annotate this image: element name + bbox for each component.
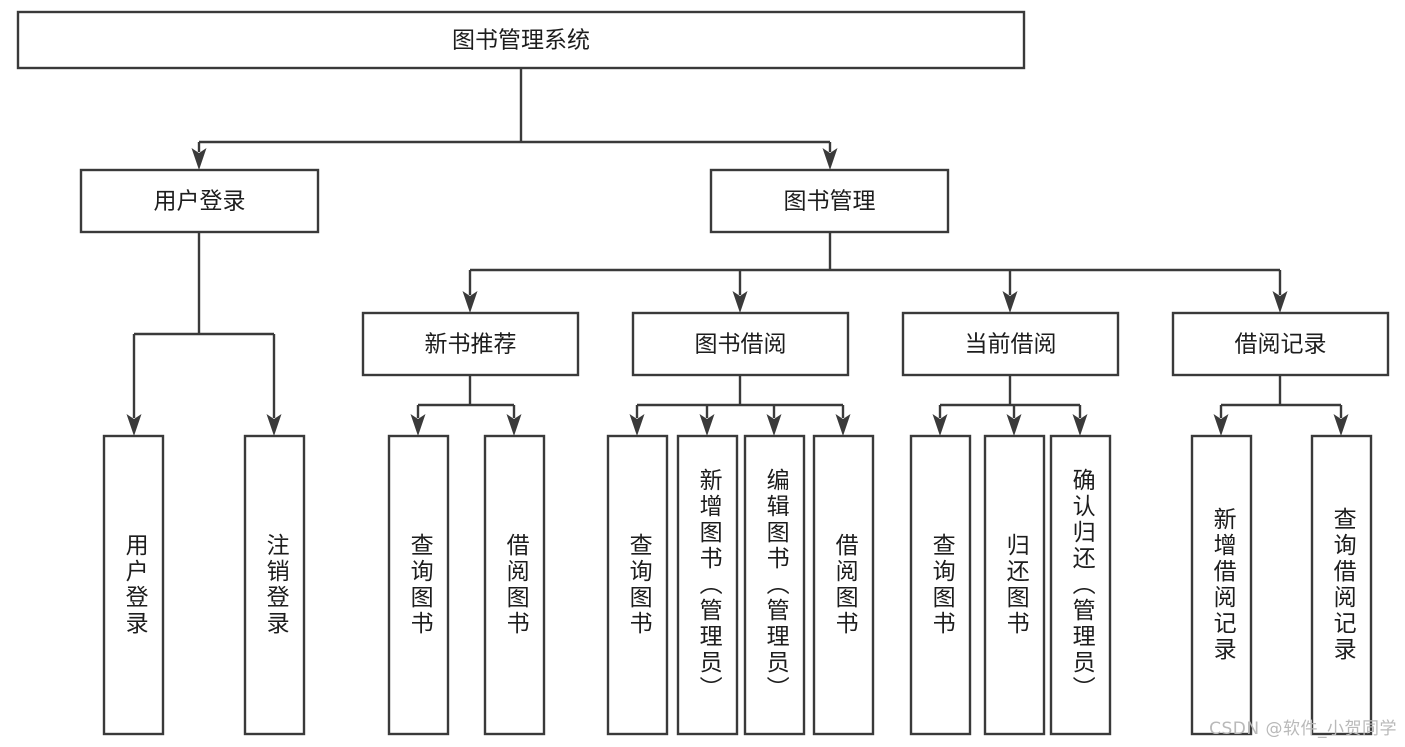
node-box-leaf[interactable] <box>243 434 306 736</box>
arrow-head-icon <box>191 148 207 170</box>
node-label: 图书管理 <box>784 189 876 215</box>
node-box-leaf[interactable] <box>1310 434 1373 736</box>
node-box-leaf[interactable] <box>1049 434 1112 736</box>
node-box-level2[interactable] <box>901 311 1120 377</box>
node-label: 图书借阅 <box>695 332 787 358</box>
arrow-head-icon <box>766 414 782 436</box>
node-box-level2[interactable] <box>631 311 850 377</box>
arrow-head-icon <box>1213 414 1229 436</box>
node-box-leaf[interactable] <box>909 434 972 736</box>
connector-group-6 <box>1213 375 1349 436</box>
node-box-leaf[interactable] <box>1190 434 1253 736</box>
arrow-head-icon <box>822 148 838 170</box>
arrow-head-icon <box>266 414 282 436</box>
node-box-leaf[interactable] <box>743 434 806 736</box>
arrow-head-icon <box>506 414 522 436</box>
node-box-leaf[interactable] <box>983 434 1046 736</box>
connector-lines-layer <box>126 68 1349 436</box>
arrow-head-icon <box>126 414 142 436</box>
connector-group-2 <box>462 232 1288 313</box>
arrow-head-icon <box>1006 414 1022 436</box>
node-label: 图书管理系统 <box>452 28 590 54</box>
arrow-head-icon <box>1272 291 1288 313</box>
connector-group-3 <box>410 375 522 436</box>
node-label: 当前借阅 <box>965 332 1057 358</box>
arrow-head-icon <box>462 291 478 313</box>
csdn-watermark: CSDN @软件_小贺同学 <box>1209 719 1397 739</box>
node-box-leaf[interactable] <box>812 434 875 736</box>
connector-group-0 <box>191 68 838 170</box>
arrow-head-icon <box>732 291 748 313</box>
node-label: 用户登录 <box>154 189 246 215</box>
node-box-leaf[interactable] <box>483 434 546 736</box>
arrow-head-icon <box>932 414 948 436</box>
connector-group-4 <box>629 375 851 436</box>
node-box-leaf[interactable] <box>676 434 739 736</box>
connector-group-1 <box>126 232 282 436</box>
node-box-level2[interactable] <box>361 311 580 377</box>
node-box-root[interactable] <box>16 10 1026 70</box>
arrow-head-icon <box>835 414 851 436</box>
arrow-head-icon <box>1072 414 1088 436</box>
node-box-level2[interactable] <box>1171 311 1390 377</box>
node-box-leaf[interactable] <box>606 434 669 736</box>
node-label: 借阅记录 <box>1235 332 1327 358</box>
arrow-head-icon <box>410 414 426 436</box>
connector-group-5 <box>932 375 1088 436</box>
arrow-head-icon <box>1333 414 1349 436</box>
arrow-head-icon <box>1002 291 1018 313</box>
node-box-leaf[interactable] <box>387 434 450 736</box>
arrow-head-icon <box>699 414 715 436</box>
arrow-head-icon <box>629 414 645 436</box>
node-label: 新书推荐 <box>425 332 517 358</box>
node-box-level1[interactable] <box>79 168 320 234</box>
node-box-level1[interactable] <box>709 168 950 234</box>
node-box-leaf[interactable] <box>102 434 165 736</box>
